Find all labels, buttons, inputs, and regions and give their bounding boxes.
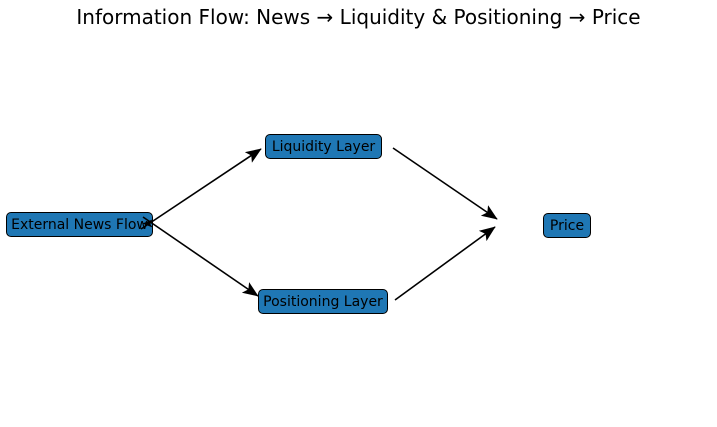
- node-external-news-flow: External News Flow: [6, 212, 153, 237]
- diagram-title: Information Flow: News → Liquidity & Pos…: [76, 5, 641, 29]
- edge-liquidity-to-price-arrow: [392, 147, 498, 220]
- edge-news-to-liquidity-arrow: [140, 148, 262, 230]
- node-positioning-layer: Positioning Layer: [258, 289, 388, 314]
- edge-positioning-to-price-arrow: [394, 226, 496, 301]
- edge-news-to-positioning-arrow: [142, 216, 259, 297]
- node-price: Price: [543, 213, 591, 238]
- node-liquidity-layer: Liquidity Layer: [265, 134, 382, 159]
